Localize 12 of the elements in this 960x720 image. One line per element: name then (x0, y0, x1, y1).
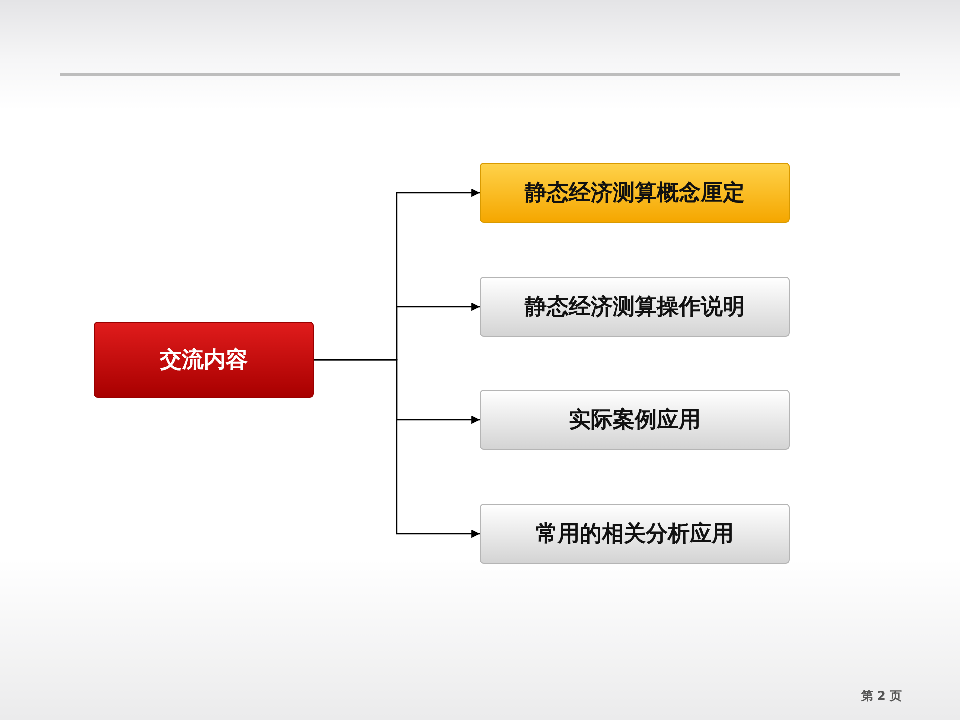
box-label: 常用的相关分析应用 (536, 520, 734, 549)
page-number: 第 2 页 (861, 688, 902, 705)
item-box (480, 277, 790, 337)
box-label: 静态经济测算操作说明 (525, 294, 745, 322)
item-box (480, 504, 790, 564)
box-label: 静态经济测算概念厘定 (525, 180, 745, 208)
topic-box (94, 322, 314, 398)
item-box (480, 390, 790, 450)
box-label: 实际案例应用 (569, 406, 701, 435)
connector-arrow (314, 359, 480, 538)
box-label: 交流内容 (160, 346, 248, 375)
item-box (480, 163, 790, 223)
